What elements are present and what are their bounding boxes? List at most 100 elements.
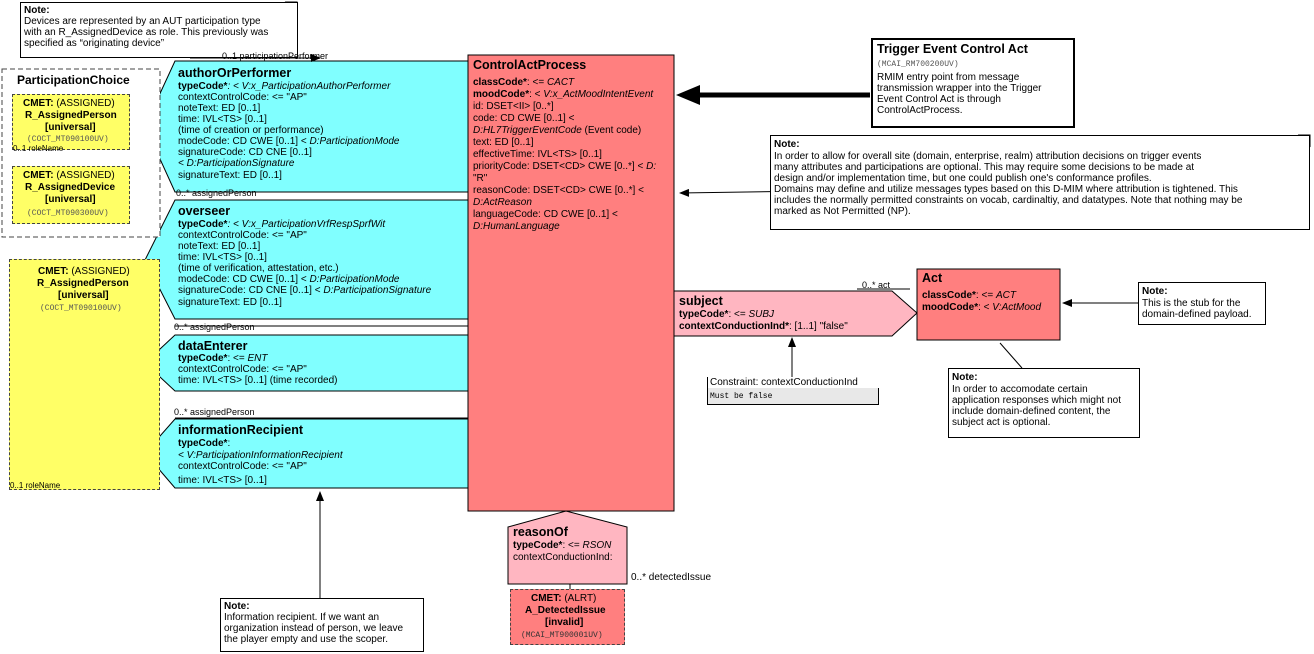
attr-name: typeCode*: [178, 219, 228, 230]
note-heading: Note:: [224, 601, 250, 612]
attr-name: moodCode*: [473, 89, 530, 100]
attr-op: : <=: [975, 290, 996, 301]
entry-line: ControlActProcess.: [877, 105, 963, 116]
note-heading: Note:: [1142, 286, 1168, 297]
cmet-label: CMET:: [531, 593, 562, 604]
association-label: 0..* act: [862, 280, 891, 290]
attr-line: time: IVL<TS> [0..1]: [178, 475, 267, 486]
cmet-assigned-person: CMET: (ASSIGNED) R_AssignedPerson [unive…: [9, 259, 160, 490]
entry-line: Event Control Act is through: [877, 94, 1001, 105]
class-title: authorOrPerformer: [178, 66, 292, 80]
attr-domain: D:ActReason: [473, 197, 532, 208]
note-line: organization instead of person, we leave: [224, 623, 404, 634]
cmet-assigned-device-choice: CMET: (ASSIGNED) R_AssignedDevice [unive…: [12, 166, 130, 224]
attr-name: typeCode*: [178, 81, 228, 92]
device-note: Note: Devices are represented by an AUT …: [20, 2, 298, 58]
attr-value: SUBJ: [748, 309, 775, 320]
attr-line: signatureText: ED [0..1]: [178, 297, 282, 308]
note-line: with an R_AssignedDevice as role. This p…: [24, 27, 269, 38]
note-line: Domains may define and utilize messages …: [774, 184, 1238, 195]
attr-name: typeCode*: [679, 309, 729, 320]
attr-value: V:ActMood: [992, 302, 1042, 313]
attr-domain: D:ParticipationMode: [309, 136, 400, 147]
cmet-flavor: [universal]: [58, 290, 109, 301]
attr-op: : <=: [526, 77, 547, 88]
note-heading: Note:: [24, 5, 50, 16]
note-line: application responses which might not: [952, 395, 1121, 406]
cmet-flavor: [invalid]: [545, 617, 584, 628]
class-title: subject: [679, 294, 723, 308]
recipient-note: Note: Information recipient. If we want …: [220, 598, 424, 652]
attr-op: : <=: [227, 353, 248, 364]
rolename-label: 0..1 roleName: [10, 481, 61, 490]
class-title: dataEnterer: [178, 339, 248, 353]
cmet-kind: (ASSIGNED): [56, 170, 115, 181]
act-shape: [916, 268, 1061, 341]
cmet-flavor: [universal]: [45, 194, 96, 205]
attr-domain: D:ParticipationSignature: [323, 285, 432, 296]
attr-line: signatureCode: CD CNE [0..1]: [178, 147, 312, 158]
attr-name: typeCode*: [178, 438, 228, 449]
attr-line: contextConductionInd:: [513, 552, 613, 563]
attr-line: modeCode: CD CWE [0..1] <: [178, 274, 310, 285]
cmet-id: (COCT_MT090100UV): [40, 304, 122, 313]
optional-subject-note: Note: In order to accomodate certain app…: [948, 368, 1140, 438]
note-line: domain-defined payload.: [1142, 309, 1252, 320]
stub-note: Note: This is the stub for the domain-de…: [1138, 282, 1266, 325]
attr-op: : <=: [728, 309, 749, 320]
association-label: 0..* assignedPerson: [174, 407, 255, 417]
attr-op: : <: [529, 89, 544, 100]
cmet-name: R_AssignedPerson: [25, 110, 117, 121]
attr-value: : < V:x_ParticipationVrfRespSprfWit: [227, 219, 386, 230]
note-line: design and/or implementation time, but o…: [774, 173, 1152, 184]
attr-line: noteText: ED [0..1]: [178, 103, 261, 114]
cmet-kind: (ASSIGNED): [71, 266, 130, 277]
attr-line: code: CD CWE [0..1] <: [473, 113, 575, 124]
attr-op: :: [227, 438, 231, 449]
cmet-kind: (ASSIGNED): [56, 98, 115, 109]
attr-line: text: ED [0..1]: [473, 137, 534, 148]
control-act-shape: [467, 54, 675, 512]
attr-name: contextConductionInd*: [679, 321, 789, 332]
attr-line: time: IVL<TS> [0..1]: [178, 114, 267, 125]
association-label: 0..* assignedPerson: [176, 188, 257, 198]
attr-value: ACT: [995, 290, 1016, 301]
entry-line: transmission wrapper into the Trigger: [877, 83, 1042, 94]
attr-line: contextControlCode: <= "AP": [178, 92, 307, 103]
class-title: Act: [922, 271, 943, 285]
attr-value: RSON: [582, 540, 612, 551]
association-label: 0..1 participationPerformer: [222, 51, 329, 61]
note-heading: Note:: [774, 139, 800, 150]
association-label: 0..* detectedIssue: [631, 572, 712, 583]
reason-of-shape: [507, 510, 628, 585]
class-title: overseer: [178, 204, 231, 218]
attr-value: CACT: [546, 77, 575, 88]
attr-domain: D:HL7TriggerEventCode: [473, 125, 582, 136]
cmet-kind: (ALRT): [564, 593, 597, 604]
attr-line: modeCode: CD CWE [0..1] <: [178, 136, 310, 147]
cmet-id: (MCAI_MT900001UV): [521, 631, 603, 640]
attr-domain: D:HumanLanguage: [473, 221, 560, 232]
attr-line: "R": [473, 173, 488, 184]
note-line: Information recipient. If we want an: [224, 612, 380, 623]
attr-line: languageCode: CD CWE [0..1] <: [473, 209, 618, 220]
class-title: informationRecipient: [178, 423, 304, 437]
participation-choice-title: ParticipationChoice: [17, 73, 130, 87]
note-line: the player empty and use the scoper.: [224, 634, 388, 645]
constraint-box: Constraint: contextConductionInd Must be…: [707, 377, 880, 405]
association-label: 0..* assignedPerson: [174, 322, 255, 332]
attr-line: signatureCode: CD CNE [0..1] <: [178, 285, 324, 296]
attr-op: : <=: [562, 540, 583, 551]
rolename-label: 0..1 roleName: [13, 144, 64, 153]
cmet-id: (COCT_MT090300UV): [27, 209, 109, 218]
attr-line: : [1..1] "false": [789, 321, 848, 332]
attr-line: time: IVL<TS> [0..1] (time recorded): [178, 375, 338, 386]
cmet-assigned-person-choice: CMET: (ASSIGNED) R_AssignedPerson [unive…: [12, 94, 130, 153]
attr-line: time: IVL<TS> [0..1]: [178, 252, 267, 263]
attr-line: contextControlCode: <= "AP": [178, 364, 307, 375]
overseer-shape: [144, 199, 469, 320]
cmet-flavor: [universal]: [45, 122, 96, 133]
note-line: marked as Not Permitted (NP).: [774, 206, 911, 217]
cmet-label: CMET:: [38, 266, 69, 277]
attr-name: moodCode*: [922, 302, 979, 313]
